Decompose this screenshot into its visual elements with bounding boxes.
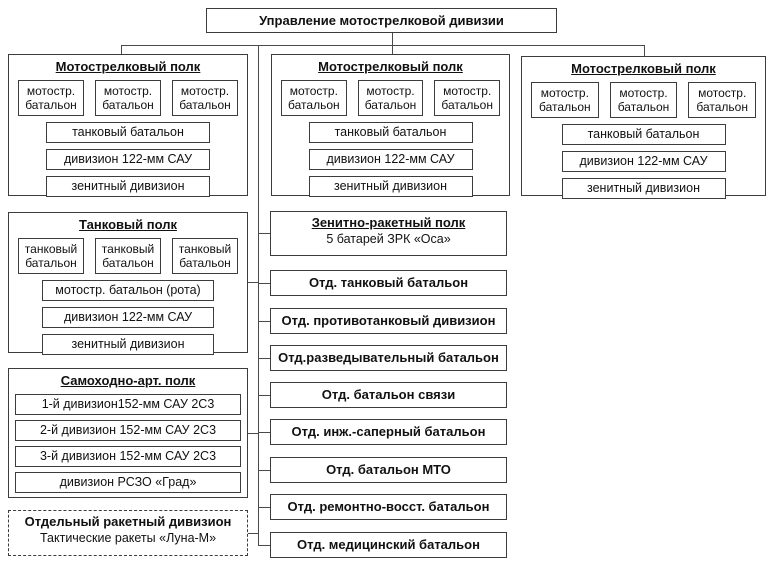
connector-stub-rocket-battalion	[248, 533, 258, 534]
sam-regiment-subtitle: 5 батарей ЗРК «Оса»	[326, 232, 451, 246]
tank-battalion-box: танковый батальон	[46, 122, 210, 143]
rocket-battalion-subtitle: Тактические ракеты «Луна-М»	[39, 531, 217, 545]
connector-stub-unit-6	[258, 470, 270, 471]
sau-battalion-box: дивизион 122-мм САУ	[308, 149, 473, 170]
connector-stub-unit-8	[258, 545, 270, 546]
regiment-title: Танковый полк	[79, 217, 177, 232]
sau-battalion-box: дивизион 122-мм САУ	[46, 149, 210, 170]
division-hq-label: Управление мотострелковой дивизии	[259, 13, 504, 28]
separate-engineer-battalion-box: Отд. инж.-саперный батальон	[270, 419, 507, 445]
connector-stub-unit-3	[258, 358, 270, 359]
connector-trunk	[258, 45, 259, 546]
division-hq-box: Управление мотострелковой дивизии	[206, 8, 557, 33]
connector-root-drop	[392, 32, 393, 45]
artillery-division-box-3: 3-й дивизион 152-мм САУ 2С3	[15, 446, 241, 467]
msp-regiment-3: Мотострелковый полк мотостр.батальон мот…	[521, 56, 766, 199]
separate-logistics-battalion-box: Отд. батальон МТО	[270, 457, 507, 483]
regiment-title: Зенитно-ракетный полк	[311, 215, 466, 230]
battalion-row: мотостр.батальон мотостр.батальон мотост…	[522, 82, 765, 118]
sam-regiment: Зенитно-ракетный полк 5 батарей ЗРК «Оса…	[270, 211, 507, 256]
regiment-title: Мотострелковый полк	[55, 59, 201, 74]
separate-antitank-division-box: Отд. противотанковый дивизион	[270, 308, 507, 334]
motostr-battalion-box: мотостр.батальон	[688, 82, 757, 118]
aa-battalion-box: зенитный дивизион	[46, 176, 210, 197]
tank-battalion-box: танковый батальон	[308, 122, 473, 143]
connector-stub-sam-regiment	[258, 233, 270, 234]
sau-battalion-box: дивизион 122-мм САУ	[561, 151, 726, 172]
connector-stub-unit-7	[258, 507, 270, 508]
regiment-title: Самоходно-арт. полк	[60, 373, 196, 388]
mlrs-division-box: дивизион РСЗО «Град»	[15, 472, 241, 493]
motostr-battalion-box: мотостр.батальон	[609, 82, 678, 118]
motostr-battalion-box: мотостр.батальон	[531, 82, 599, 118]
tank-battalion-box: танковый батальон	[561, 124, 726, 145]
separate-recon-battalion-box: Отд.разведывательный батальон	[270, 345, 507, 371]
motostr-battalion-box: мотостр.батальон	[434, 80, 501, 116]
connector-stub-unit-4	[258, 395, 270, 396]
regiment-title: Мотострелковый полк	[571, 61, 716, 76]
connector-top-rail	[121, 45, 645, 46]
msp-regiment-2: Мотострелковый полк мотостр.батальон мот…	[271, 54, 510, 197]
sau-battalion-box: дивизион 122-мм САУ	[42, 307, 214, 328]
motostr-battalion-box: мотостр.батальон	[281, 80, 347, 116]
motostr-battalion-box: мотостр.батальон	[95, 80, 161, 116]
motostr-battalion-box: мотостр.батальон	[172, 80, 238, 116]
artillery-division-box-1: 1-й дивизион152-мм САУ 2С3	[15, 394, 241, 415]
connector-stub-unit-2	[258, 321, 270, 322]
connector-drop-middle	[392, 45, 393, 56]
msp-regiment-1: Мотострелковый полк мотостр.батальон мот…	[8, 54, 248, 197]
connector-stub-artillery-regiment	[248, 433, 258, 434]
aa-battalion-box: зенитный дивизион	[42, 334, 214, 355]
artillery-regiment: Самоходно-арт. полк 1-й дивизион152-мм С…	[8, 368, 248, 498]
connector-drop-right	[644, 45, 645, 56]
battalion-row: мотостр.батальон мотостр.батальон мотост…	[272, 80, 509, 116]
rocket-battalion-block: Отдельный ракетный дивизион Тактические …	[8, 510, 248, 556]
motostr-battalion-box: мотостр.батальон	[357, 80, 424, 116]
connector-drop-left	[121, 45, 122, 54]
aa-battalion-box: зенитный дивизион	[308, 176, 473, 197]
separate-medical-battalion-box: Отд. медицинский батальон	[270, 532, 507, 558]
separate-repair-battalion-box: Отд. ремонтно-восст. батальон	[270, 494, 507, 520]
regiment-title: Мотострелковый полк	[318, 59, 463, 74]
aa-battalion-box: зенитный дивизион	[561, 178, 726, 199]
connector-stub-unit-1	[258, 283, 270, 284]
separate-tank-battalion-box: Отд. танковый батальон	[270, 270, 507, 296]
motostr-battalion-box: мотостр. батальон (рота)	[42, 280, 214, 301]
artillery-division-box-2: 2-й дивизион 152-мм САУ 2С3	[15, 420, 241, 441]
connector-stub-tank-regiment	[248, 282, 258, 283]
motostr-battalion-box: мотостр.батальон	[18, 80, 84, 116]
separate-signal-battalion-box: Отд. батальон связи	[270, 382, 507, 408]
battalion-row: мотостр.батальон мотостр.батальон мотост…	[9, 80, 247, 116]
connector-stub-unit-5	[258, 432, 270, 433]
rocket-battalion-title: Отдельный ракетный дивизион	[24, 514, 232, 529]
